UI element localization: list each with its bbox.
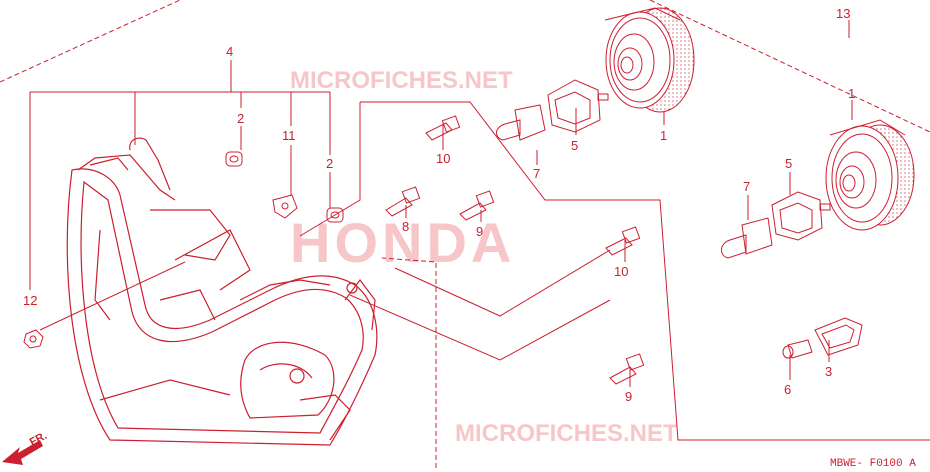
callout-4: 4 — [226, 44, 233, 59]
screw-9-mid — [459, 190, 495, 221]
group-boundary-lines — [299, 101, 930, 441]
position-light-bulb — [782, 339, 813, 359]
screw-8 — [385, 186, 421, 217]
callout-10-mid: 10 — [614, 264, 628, 279]
callout-9-bottom: 9 — [625, 389, 632, 404]
front-direction-arrow-icon: FR. — [2, 430, 49, 465]
watermark-bottom: MICROFICHES.NET — [455, 420, 678, 447]
screw-10-mid — [605, 226, 641, 256]
callout-5-top: 5 — [571, 138, 578, 153]
nut-12 — [23, 329, 44, 349]
callout-1-top: 1 — [660, 128, 667, 143]
socket-cover-top — [604, 7, 695, 113]
clip-11 — [272, 194, 298, 219]
callout-2-right: 2 — [326, 156, 333, 171]
position-light-socket — [814, 317, 863, 356]
grommet-2-left — [225, 151, 243, 167]
bulb-top — [496, 104, 546, 141]
screw-9-bottom — [609, 353, 645, 385]
bulb-socket-top — [547, 79, 609, 133]
callout-5-right: 5 — [785, 156, 792, 171]
front-direction-label: FR. — [28, 430, 49, 449]
grommet-2-right — [326, 207, 344, 223]
headlight-housing — [66, 137, 378, 446]
callout-2-left: 2 — [237, 111, 244, 126]
watermark-center: HONDA — [290, 211, 515, 274]
callout-numbers: 13 1 1 4 2 11 2 10 7 5 7 5 8 9 10 12 3 6… — [23, 6, 855, 404]
bulb-right — [721, 217, 773, 259]
callout-12: 12 — [23, 293, 37, 308]
callout-13: 13 — [836, 6, 850, 21]
callout-7-top: 7 — [533, 166, 540, 181]
callout-7-right: 7 — [743, 179, 750, 194]
callout-3: 3 — [825, 364, 832, 379]
callout-9-mid: 9 — [476, 224, 483, 239]
diagram-code: MBWE- F0100 A — [830, 458, 916, 470]
callout-8: 8 — [402, 219, 409, 234]
callout-6: 6 — [784, 382, 791, 397]
socket-cover-right — [825, 119, 915, 231]
callout-10-top: 10 — [436, 151, 450, 166]
leader-lines — [29, 20, 853, 387]
watermark-top: MICROFICHES.NET — [290, 67, 513, 94]
screw-10-top — [425, 115, 461, 141]
callout-11: 11 — [282, 128, 296, 143]
bulb-socket-right — [771, 191, 831, 241]
callout-1-right: 1 — [848, 86, 855, 101]
